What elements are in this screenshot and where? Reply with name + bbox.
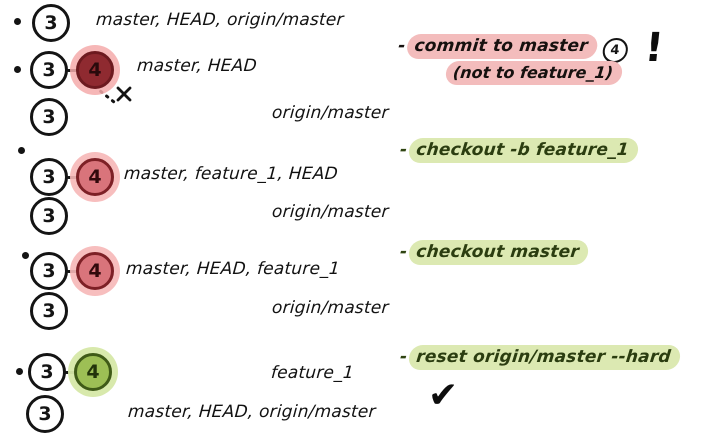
state-1-top-refs: master, HEAD, origin/master: [95, 10, 345, 30]
state-5-bottom-refs: master, HEAD, origin/master: [127, 402, 377, 422]
state-1-commit-node-3: 3: [32, 4, 70, 42]
state-2-edge: [67, 69, 79, 72]
state-5-commit-node-4: 4: [74, 353, 112, 391]
state-2-annotation-subtext-label: (not to feature_1): [444, 61, 624, 85]
state-5-annotation-text: reset origin/master --hard: [407, 345, 682, 370]
state-3-commit-node-4: 4: [76, 158, 114, 196]
state-5-commit-node-3: 3: [28, 353, 66, 391]
state-5-top-refs: feature_1: [270, 363, 355, 383]
state-3-annotation: -checkout -b feature_1: [399, 138, 640, 163]
state-2-annotation: -commit to master 4: [396, 34, 629, 63]
state-2-exclamation-icon: !: [642, 25, 666, 71]
state-2-top-refs: master, HEAD: [136, 56, 258, 76]
state-3-annotation-text: checkout -b feature_1: [407, 138, 640, 163]
state-4-annotation: -checkout master: [399, 240, 590, 265]
state-2-bottom-refs: origin/master: [271, 103, 390, 123]
state-2-bullet: [14, 66, 21, 73]
state-3-bottom-refs: origin/master: [271, 202, 390, 222]
state-2-commit-node-3: 3: [30, 51, 68, 89]
state-4-annotation-text: checkout master: [407, 240, 590, 265]
state-5-annotation-dash: -: [399, 347, 409, 367]
state-2-annotation-text: commit to master: [406, 34, 599, 59]
state-4-edge: [67, 270, 79, 273]
state-2-commit-node-4: 4: [76, 51, 114, 89]
state-4-commit-node-3: 3: [30, 252, 68, 290]
state-4-commit-node-3-remote: 3: [30, 292, 68, 330]
state-3-annotation-dash: -: [399, 140, 409, 160]
state-4-top-refs: master, HEAD, feature_1: [125, 259, 341, 279]
state-3-edge: [67, 176, 79, 179]
state-2-annotation-subtext: (not to feature_1): [444, 61, 624, 85]
state-2-commit-node-3-remote: 3: [30, 98, 68, 136]
state-5-check-icon: ✔: [428, 375, 459, 416]
state-2-annotation-dash: -: [397, 36, 407, 56]
state-2-annotation-badge: 4: [601, 38, 629, 63]
state-3-top-refs: master, feature_1, HEAD: [123, 164, 339, 184]
state-3-bullet: [18, 147, 25, 154]
state-4-annotation-dash: -: [399, 242, 409, 262]
state-5-commit-node-3-remote: 3: [26, 395, 64, 433]
state-1-bullet: [14, 18, 21, 25]
state-3-commit-node-3: 3: [30, 158, 68, 196]
state-5-bullet: [16, 368, 23, 375]
state-5-edge: [65, 371, 77, 374]
state-4-commit-node-4: 4: [76, 252, 114, 290]
state-4-bottom-refs: origin/master: [271, 298, 390, 318]
state-3-commit-node-3-remote: 3: [30, 197, 68, 235]
state-5-annotation: -reset origin/master --hard: [399, 345, 682, 370]
state-4-bullet: [22, 252, 29, 259]
